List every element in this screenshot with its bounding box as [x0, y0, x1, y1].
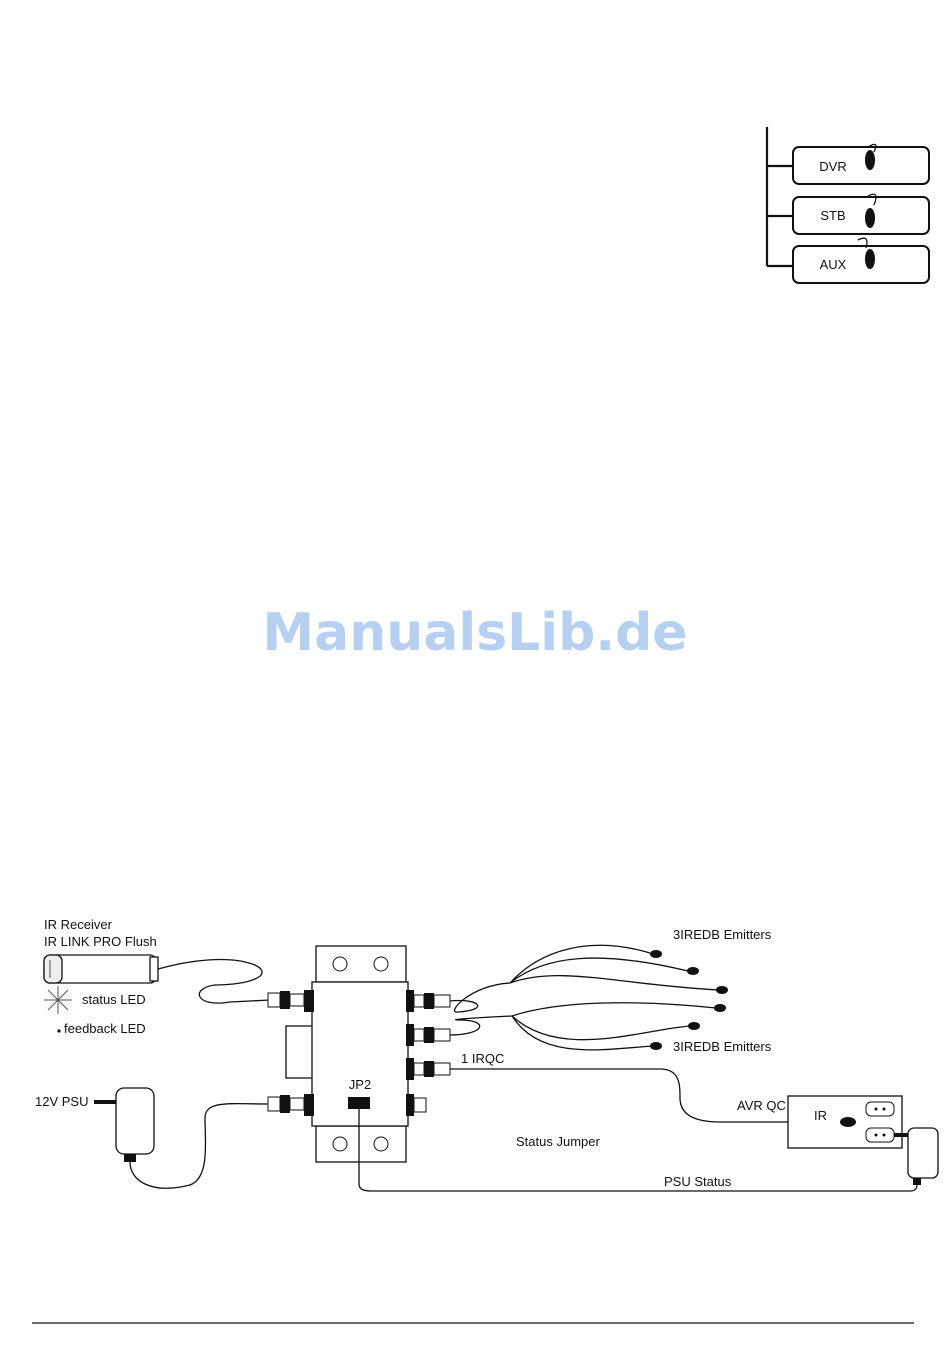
- device-box-stb: [793, 197, 929, 234]
- ir-receiver-icon: [44, 955, 158, 983]
- jp2-label: JP2: [349, 1077, 371, 1092]
- psu-status-label: PSU Status: [664, 1174, 732, 1189]
- ir-receiver-label: IR Receiver: [44, 917, 113, 932]
- emitter-icon-stb: [865, 208, 875, 228]
- emitter-cable-bottom-1: [512, 1003, 716, 1016]
- ir-hub: [286, 946, 426, 1162]
- avr-qc-label: AVR QC: [737, 1098, 786, 1113]
- device-label-dvr: DVR: [819, 159, 846, 174]
- connection-diagram: IR Receiver IR LINK PRO Flush status LED…: [35, 917, 938, 1191]
- irqc-label: 1 IRQC: [461, 1051, 504, 1066]
- receiver-cable: [158, 959, 270, 1003]
- status-psu-icon: [894, 1128, 938, 1185]
- emitter-icon-bottom-1: [714, 1004, 726, 1012]
- status-led-icon: [44, 986, 72, 1014]
- emitter-icon-top-2: [687, 967, 699, 975]
- emitter-icon-bottom-2: [688, 1022, 700, 1030]
- emitter-cable-bottom-3: [512, 1016, 652, 1050]
- emitter-cable-bottom-2: [512, 1016, 690, 1040]
- irqc-plug-icon: [414, 1061, 450, 1077]
- emitter-plug-bottom-icon: [414, 1027, 450, 1043]
- emitter-icon-aux: [865, 249, 875, 269]
- emitter-icon-dvr: [865, 150, 875, 170]
- psu-plug-icon: [268, 1095, 304, 1113]
- device-stack-diagram: DVR STB AUX: [767, 127, 929, 283]
- device-box-aux: [793, 246, 929, 283]
- status-led-label: status LED: [82, 992, 146, 1007]
- emitter-cable-top-loop: [450, 983, 510, 1012]
- emitter-icon-top-3: [716, 986, 728, 994]
- avr-ir-label: IR: [814, 1108, 827, 1123]
- feedback-led-label: feedback LED: [64, 1021, 146, 1036]
- status-jumper-label: Status Jumper: [516, 1134, 600, 1149]
- device-label-stb: STB: [820, 208, 845, 223]
- emitter-plug-top-icon: [414, 993, 450, 1009]
- device-box-dvr: [793, 147, 929, 184]
- emitters-bottom-label: 3IREDB Emitters: [673, 1039, 772, 1054]
- feedback-led-icon: [57, 1029, 60, 1032]
- device-label-aux: AUX: [820, 257, 847, 272]
- psu-12v-icon: [94, 1088, 154, 1162]
- emitters-top-label: 3IREDB Emitters: [673, 927, 772, 942]
- ir-receiver-model-label: IR LINK PRO Flush: [44, 934, 157, 949]
- emitter-icon-top-1: [650, 950, 662, 958]
- watermark: ManualsLib.de: [262, 603, 687, 663]
- emitter-cable-top-3: [510, 976, 720, 990]
- emitter-icon-bottom-3: [650, 1042, 662, 1050]
- emitter-cable-bottom-loop: [450, 1016, 512, 1035]
- irqc-cable: [450, 1069, 828, 1122]
- jp2-jumper: [348, 1097, 370, 1109]
- psu-12v-label: 12V PSU: [35, 1094, 88, 1109]
- receiver-plug-icon: [268, 991, 304, 1009]
- avr-ir-emitter-icon: [840, 1117, 856, 1127]
